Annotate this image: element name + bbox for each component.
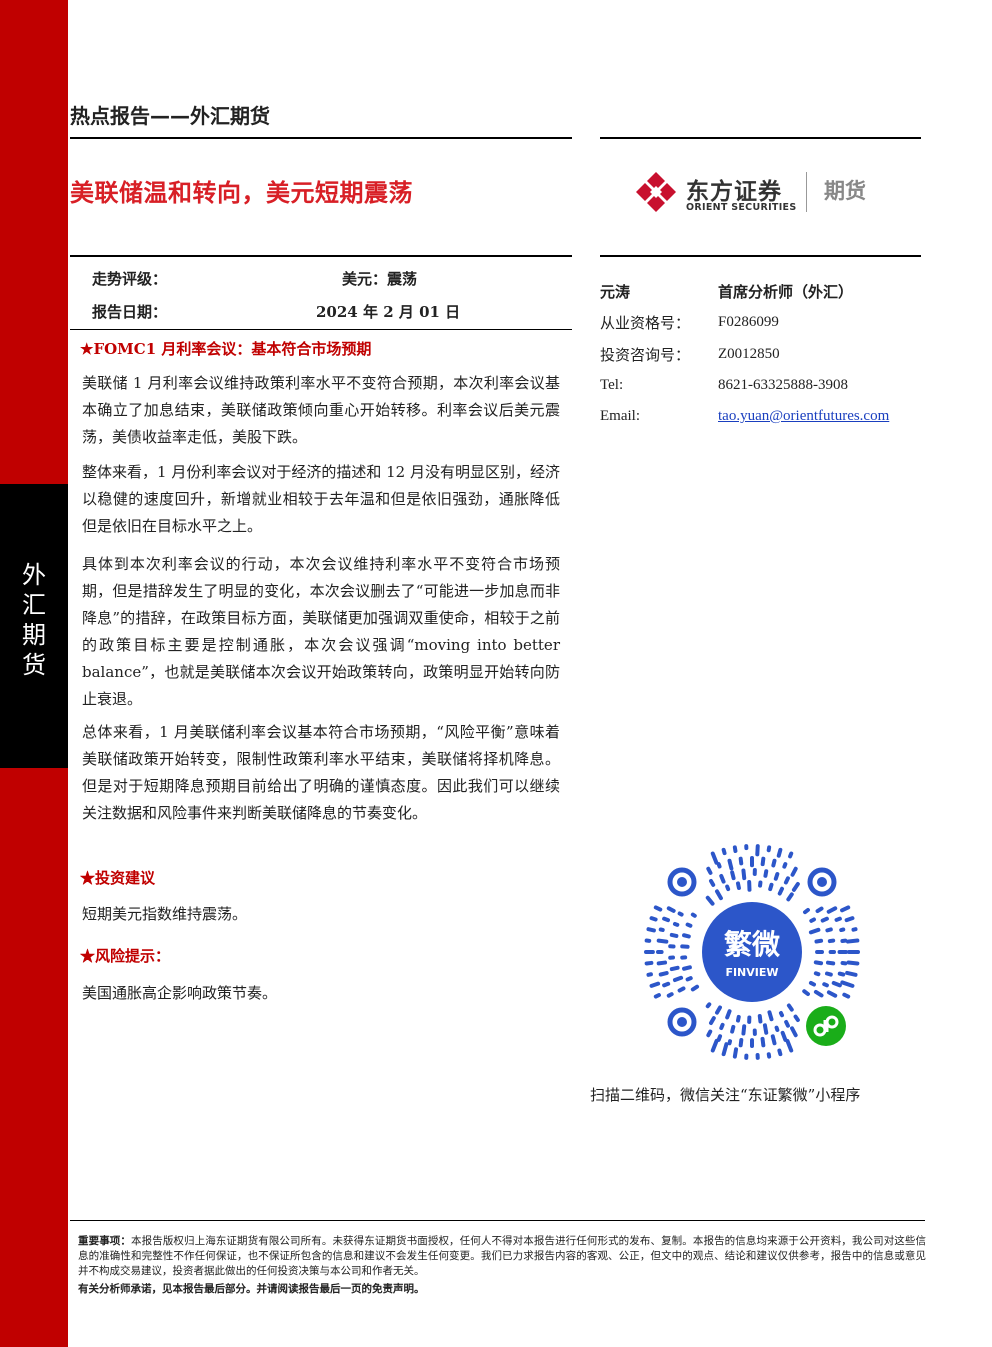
fomc-section-heading: ★FOMC1 月利率会议：基本符合市场预期 — [80, 340, 372, 358]
qr-center-title: 繁微 — [724, 928, 780, 961]
qr-pattern-graphic: 繁微 FINVIEW — [644, 844, 860, 1060]
mini-program-icon — [813, 1015, 839, 1037]
header-rule-left — [70, 137, 572, 139]
disclaimer-text: 本报告版权归上海东证期货有限公司所有。未获得东证期货书面授权，任何人不得对本报告… — [78, 1235, 927, 1277]
sidebar-char: 汇 — [22, 591, 46, 619]
sidebar-char: 外 — [22, 561, 46, 589]
sidebar-char: 货 — [22, 651, 46, 679]
paragraph: 美联储 1 月利率会议维持政策利率水平不变符合预期，本次利率会议基本确立了加息结… — [82, 374, 560, 446]
qr-center-sub: FINVIEW — [725, 966, 778, 979]
rating-value: 美元：震荡 — [342, 270, 418, 288]
invest-section-heading: ★投资建议 — [80, 869, 156, 887]
consult-value: Z0012850 — [718, 346, 780, 362]
email-label: Email: — [600, 408, 640, 424]
meta-rule-top — [70, 255, 572, 257]
paragraph: 总体来看，1 月美联储利率会议基本符合市场预期，“风险平衡”意味着美联储政策开始… — [82, 723, 560, 822]
report-title: 美联储温和转向，美元短期震荡 — [70, 179, 413, 207]
date-value: 2024 年 2 月 01 日 — [316, 303, 461, 321]
analyst-title: 首席分析师（外汇） — [718, 283, 854, 301]
logo-suffix-text: 期货 — [824, 179, 866, 203]
consult-label: 投资咨询号： — [600, 346, 691, 364]
risk-section-heading: ★风险提示： — [80, 947, 171, 965]
license-label: 从业资格号： — [600, 314, 691, 332]
sidebar-category-label: 外 汇 期 货 — [0, 560, 68, 680]
invest-text: 短期美元指数维持震荡。 — [82, 905, 248, 923]
company-logo: 东方证券 ORIENT SECURITIES 期货 — [632, 170, 892, 220]
license-value: F0286099 — [718, 314, 779, 330]
rating-label: 走势评级： — [92, 270, 168, 288]
orient-logo-icon — [636, 172, 676, 212]
paragraph: 具体到本次利率会议的行动，本次会议维持利率水平不变符合市场预期，但是措辞发生了明… — [82, 555, 560, 708]
risk-text: 美国通胀高企影响政策节奏。 — [82, 984, 278, 1002]
footer-rule — [70, 1220, 925, 1221]
logo-en-text: ORIENT SECURITIES — [686, 202, 797, 213]
header-rule-right — [600, 137, 921, 139]
paragraph: 整体来看，1 月份利率会议对于经济的描述和 12 月没有明显区别，经济以稳健的速… — [82, 463, 560, 535]
analyst-rule — [600, 255, 921, 257]
tel-label: Tel: — [600, 377, 624, 393]
disclaimer-bottom: 有关分析师承诺，见本报告最后部分。并请阅读报告最后一页的免责声明。 — [78, 1283, 425, 1295]
logo-divider — [806, 172, 807, 212]
qr-caption: 扫描二维码，微信关注“东证繁微”小程序 — [590, 1086, 861, 1104]
meta-rule-bottom — [70, 329, 572, 330]
date-label: 报告日期： — [92, 303, 168, 321]
logo-cn-text: 东方证券 — [686, 179, 782, 205]
email-link[interactable]: tao.yuan@orientfutures.com — [718, 408, 890, 424]
sidebar-category-block — [0, 484, 68, 768]
wechat-qr-code[interactable]: 繁微 FINVIEW — [636, 836, 868, 1068]
disclaimer-label: 重要事项： — [78, 1235, 132, 1247]
sidebar-char: 期 — [22, 621, 46, 649]
report-type-heading: 热点报告——外汇期货 — [70, 104, 270, 128]
analyst-name: 元涛 — [600, 283, 631, 301]
disclaimer-block: 重要事项：本报告版权归上海东证期货有限公司所有。未获得东证期货书面授权，任何人不… — [78, 1234, 926, 1279]
tel-value: 8621-63325888-3908 — [718, 377, 848, 393]
